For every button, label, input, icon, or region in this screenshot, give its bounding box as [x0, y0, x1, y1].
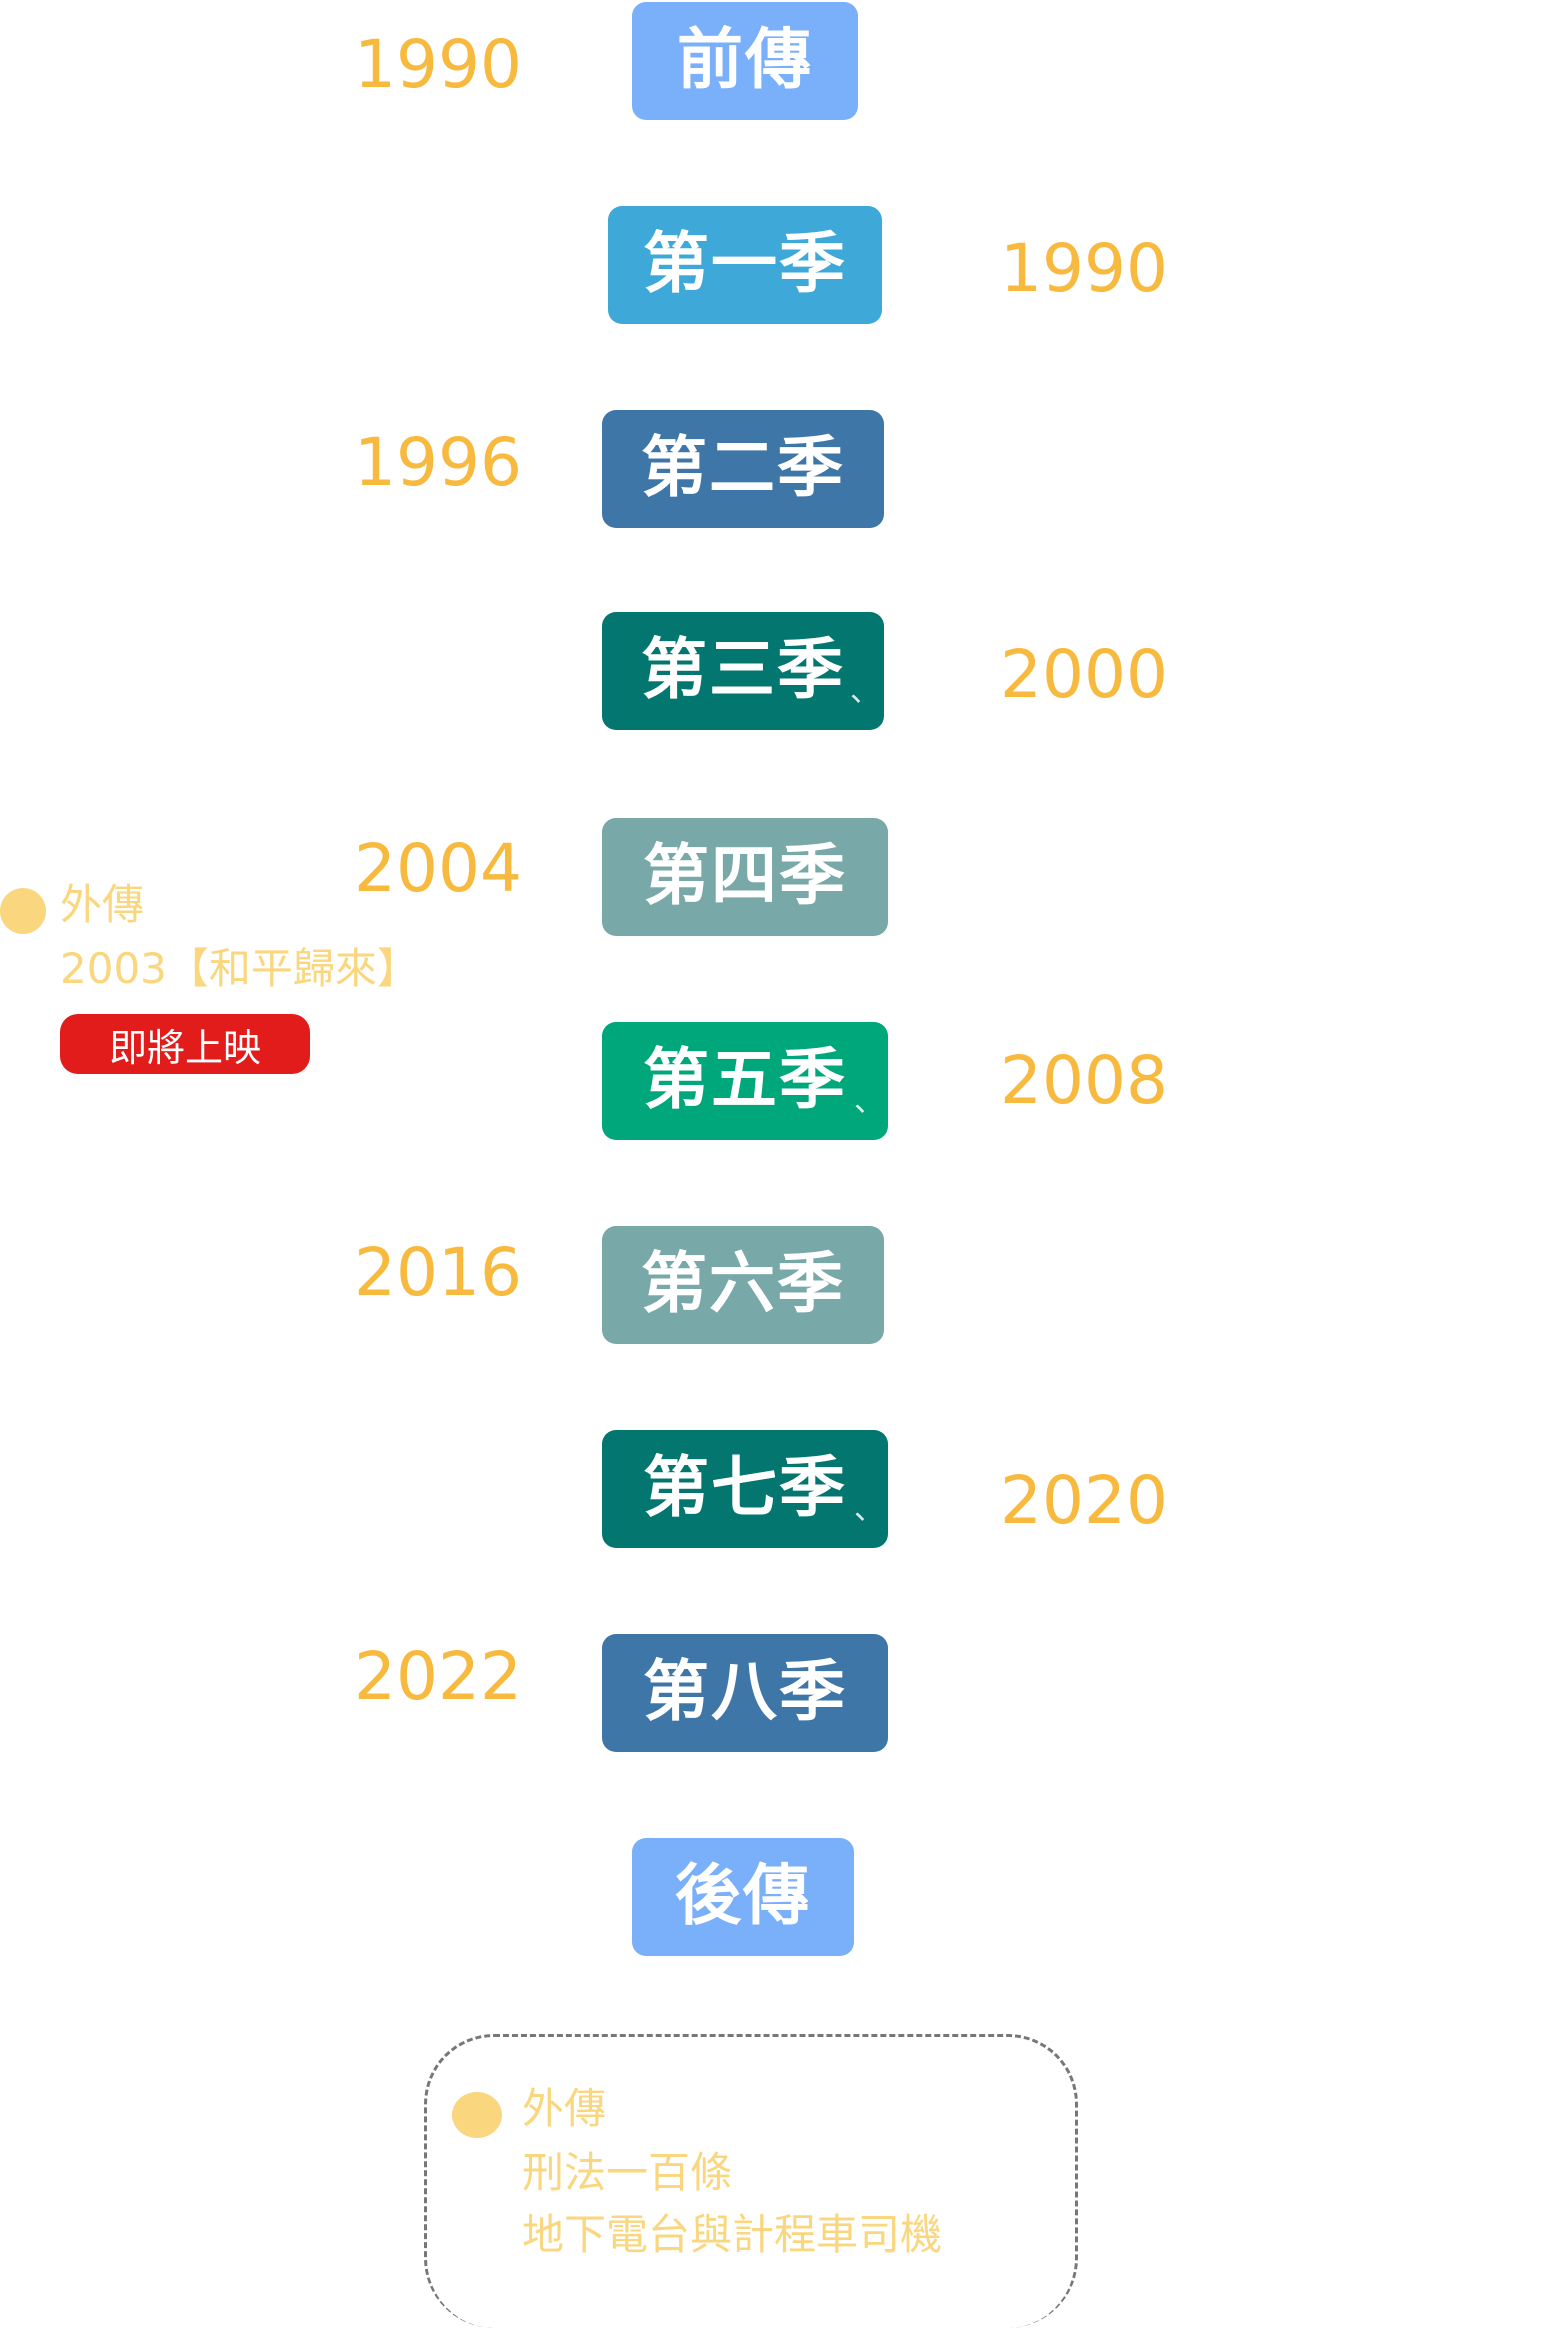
- year-label: 2000: [1000, 636, 1168, 713]
- year-label: 1990: [1000, 230, 1168, 307]
- season-label: 前傳: [677, 21, 813, 98]
- season-label: 第五季: [643, 1041, 847, 1118]
- year-label: 2008: [1000, 1042, 1168, 1119]
- note-dot-icon: [0, 888, 46, 934]
- season-box-8: 第八季: [602, 1634, 888, 1752]
- bottom-note-line1: 刑法一百條: [522, 2148, 733, 2197]
- season-box-1: 第一季: [608, 206, 882, 324]
- season-box-7: 第七季 、: [602, 1430, 888, 1548]
- season-label: 第三季: [641, 631, 845, 708]
- bottom-note-title: 外傳: [522, 2084, 607, 2133]
- bottom-note-line2: 地下電台與計程車司機: [522, 2210, 943, 2259]
- season-label: 第八季: [643, 1653, 847, 1730]
- season-label: 後傳: [675, 1857, 811, 1934]
- year-label: 2020: [1000, 1462, 1168, 1539]
- year-label: 2004: [354, 830, 522, 907]
- side-note-title: 外傳: [60, 880, 145, 929]
- season-label: 第七季: [643, 1449, 847, 1526]
- side-note-subtitle: 2003【和平歸來】: [60, 944, 419, 993]
- arrow-fragment-icon: 、: [854, 1492, 886, 1527]
- season-box-sequel: 後傳: [632, 1838, 854, 1956]
- year-label: 2016: [354, 1234, 522, 1311]
- season-box-5: 第五季 、: [602, 1022, 888, 1140]
- coming-soon-badge: 即將上映: [60, 1014, 310, 1074]
- season-label: 第四季: [643, 837, 847, 914]
- season-box-prequel: 前傳: [632, 2, 858, 120]
- season-label: 第二季: [641, 429, 845, 506]
- year-label: 1990: [354, 26, 522, 103]
- season-label: 第六季: [641, 1245, 845, 1322]
- arrow-fragment-icon: 、: [850, 674, 882, 709]
- season-box-2: 第二季: [602, 410, 884, 528]
- season-box-6: 第六季: [602, 1226, 884, 1344]
- season-box-3: 第三季 、: [602, 612, 884, 730]
- arrow-fragment-icon: 、: [854, 1084, 886, 1119]
- season-box-4: 第四季: [602, 818, 888, 936]
- year-label: 2022: [354, 1638, 522, 1715]
- note-dot-icon: [452, 2092, 502, 2138]
- year-label: 1996: [354, 424, 522, 501]
- bottom-note-box: [424, 2034, 1078, 2328]
- season-label: 第一季: [643, 225, 847, 302]
